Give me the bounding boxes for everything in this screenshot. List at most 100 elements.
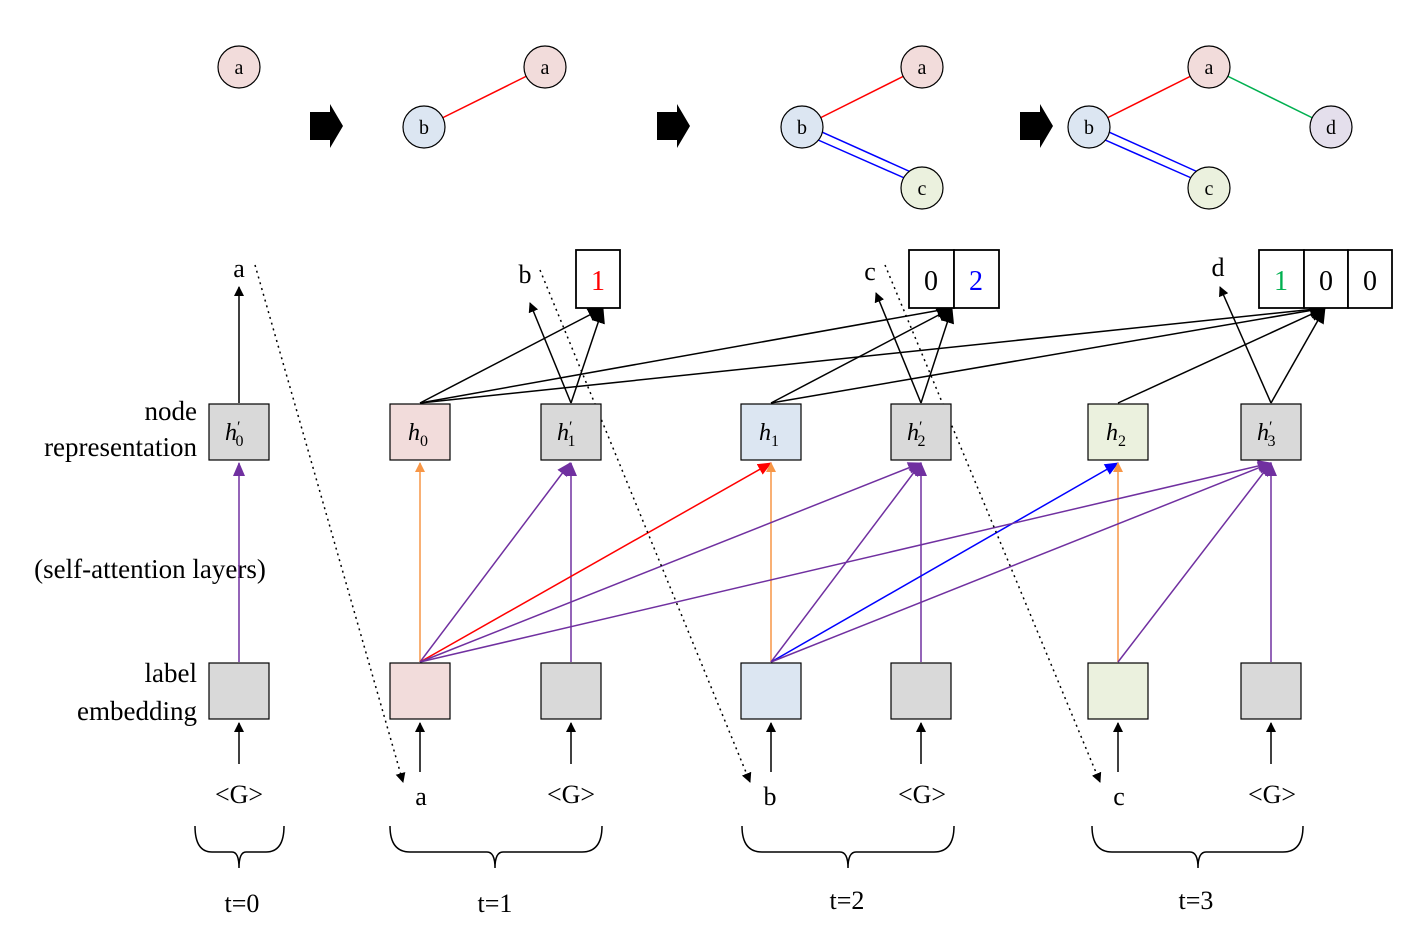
edge-output-arrow (1117, 307, 1326, 404)
timestep-label: t=3 (1179, 886, 1214, 915)
input-tokens: <G> a <G> b <G> c <G> (215, 780, 1296, 811)
timestep-braces (194, 825, 1304, 869)
representation-row: h′0 h0 h′1 h1 h′2 h2 h′3 (208, 403, 1302, 461)
graph-node-label: d (1326, 117, 1336, 139)
graph-node-a (900, 45, 944, 89)
edge-value: 0 (1319, 266, 1333, 297)
rep-label: h1 (759, 420, 779, 450)
graph-step-1: a b (402, 45, 567, 149)
graph-node-c (900, 166, 944, 210)
edge-output-arrow (1270, 307, 1326, 404)
graph-step-0: a (217, 45, 261, 89)
graph-node-label: c (918, 178, 927, 200)
step-arrow-icon (310, 104, 343, 148)
attention-arrow-purple (419, 462, 922, 663)
embedding-box (1240, 662, 1302, 720)
rep-box (1087, 403, 1149, 461)
attention-arrow-purple (419, 460, 1272, 663)
row-label-node: node (145, 396, 198, 426)
edge-value: 1 (1274, 266, 1288, 297)
edge-vector-1: 1 (575, 249, 621, 309)
edge-vector-cell (575, 249, 621, 309)
edge-output-arrow (770, 303, 1326, 404)
feedback-dotted-arrow (539, 269, 752, 783)
graph-edge-red (423, 66, 546, 128)
graph-node-c (1187, 166, 1231, 210)
timestep-labels: t=0 t=1 t=2 t=3 (225, 886, 1214, 918)
graph-edge-red (801, 66, 923, 128)
graph-step-2: a b c (780, 45, 944, 210)
edge-value: 0 (1363, 266, 1377, 297)
embedding-box (1087, 662, 1149, 720)
edge-vector-cell (1347, 249, 1393, 309)
attention-arrow-red (419, 462, 772, 663)
timestep-label: t=1 (478, 889, 513, 918)
input-token: b (764, 782, 777, 811)
step-arrow-icon (657, 104, 690, 148)
node-output-arrow (874, 292, 922, 404)
edge-vector-cell (1303, 249, 1349, 309)
graph-node-a (217, 45, 261, 89)
output-arrows (234, 286, 1326, 404)
brace (194, 825, 285, 869)
timestep-label: t=0 (225, 889, 260, 918)
rep-label: h0 (408, 420, 428, 450)
edge-vector-2: 0 2 (908, 249, 1000, 309)
edge-value: 1 (591, 266, 605, 297)
graph-node-label: b (419, 117, 429, 139)
graph-node-label: b (797, 117, 807, 139)
edge-value: 2 (969, 266, 983, 297)
graph-edge-blue (803, 123, 923, 178)
graph-node-a (1187, 45, 1231, 89)
graph-node-label: a (235, 57, 244, 79)
input-token: <G> (898, 780, 946, 809)
attention-arrow-purple (770, 462, 1272, 663)
input-token: a (415, 782, 427, 811)
row-label-embedding: embedding (77, 696, 197, 726)
rep-box (208, 403, 270, 461)
step-arrow-icon (1020, 104, 1053, 148)
edge-output-arrow (770, 307, 953, 404)
input-token: <G> (1248, 780, 1296, 809)
output-node-label: a (233, 254, 245, 283)
embedding-row (208, 662, 1302, 720)
graph-node-b (780, 105, 824, 149)
attention-arrows (233, 460, 1277, 663)
graph-step-3: a b d c (1067, 45, 1353, 210)
rep-box (540, 403, 602, 461)
rep-box (740, 403, 802, 461)
brace (389, 825, 603, 869)
graph-node-d (1309, 105, 1353, 149)
timestep-label: t=2 (830, 886, 865, 915)
graph-edge-blue (799, 131, 919, 185)
row-label-attention: (self-attention layers) (34, 554, 266, 584)
rep-label: h2 (1106, 420, 1126, 450)
row-label-label: label (145, 658, 197, 688)
graph-node-label: c (1205, 178, 1214, 200)
feedback-lines (254, 264, 1102, 783)
rep-label: h′0 (225, 419, 244, 450)
rep-label: h′2 (907, 419, 926, 450)
edge-vector-cell (953, 249, 1000, 309)
feedback-dotted-arrow (254, 264, 406, 783)
brace (1091, 825, 1304, 869)
graph-node-label: a (918, 57, 927, 79)
graph-node-b (1067, 105, 1111, 149)
rep-box (890, 403, 952, 461)
node-output-arrow (528, 302, 572, 404)
rep-label: h′3 (1257, 419, 1276, 450)
graph-node-a (523, 45, 567, 89)
graph-edge-green (1208, 66, 1332, 128)
graph-node-label: b (1084, 117, 1094, 139)
edge-output-arrow (419, 303, 953, 404)
edge-output-arrow (920, 307, 955, 404)
embedding-box (208, 662, 270, 720)
edge-output-arrow (419, 307, 604, 404)
rep-label: h′1 (557, 419, 576, 450)
edge-vector-cell (908, 249, 955, 309)
input-arrows (234, 722, 1276, 772)
embedding-box (540, 662, 602, 720)
output-node-label: b (519, 260, 532, 289)
graph-node-label: a (541, 57, 550, 79)
